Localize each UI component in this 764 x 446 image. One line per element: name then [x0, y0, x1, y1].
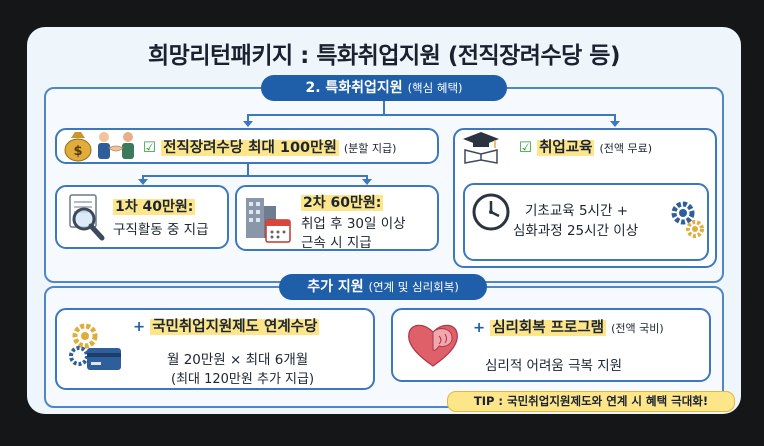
education-line2: 심화과정 25시간 이상 [513, 223, 639, 239]
plus-icon: + [473, 320, 486, 336]
second-payment-line1: 취업 후 30일 이상 [301, 216, 406, 232]
check-icon: ☑ [519, 140, 532, 156]
handshake-icon [98, 132, 134, 159]
national-employment-support-box: + 국민취업지원제도 연계수당 월 20만원 × 최대 6개월 (최대 120만… [55, 308, 375, 390]
job-education-box: ☑ 취업교육 (전액 무료) 기초교육 5시간 + 심화과정 25시간 이상 [453, 128, 717, 268]
connector-line [247, 114, 249, 122]
gears-icon [671, 201, 704, 238]
connector-line [142, 175, 144, 181]
connector-arrow [138, 179, 148, 185]
section-label: 추가 지원 [307, 279, 364, 295]
national-support-line1: 월 20만원 × 최대 6개월 [167, 352, 309, 368]
second-payment-line2: 근속 시 지급 [301, 235, 372, 251]
recovery-title: + 심리회복 프로그램 (전액 국비) [473, 320, 664, 336]
connector-line [142, 175, 368, 177]
second-payment-title: 2차 60만원: [301, 195, 384, 211]
psychological-recovery-box: + 심리회복 프로그램 (전액 국비) 심리적 어려움 극복 지원 [391, 308, 711, 382]
national-support-title: + 국민취업지원제도 연계수당 [133, 319, 320, 335]
section-sublabel: (연계 및 심리회복) [368, 280, 459, 294]
connector-line [247, 114, 615, 116]
transition-allowance-box: $ ☑ 전직장려수당 최대 100만원 (분할 지급) [55, 128, 439, 164]
graduation-book-icon [463, 132, 499, 164]
check-icon: ☑ [143, 140, 156, 156]
national-support-line2: (최대 120만원 추가 지급) [171, 372, 315, 387]
connector-arrow [610, 121, 620, 127]
allowance-title: ☑ 전직장려수당 최대 100만원 (분할 지급) [143, 140, 397, 156]
connector-line [614, 114, 616, 122]
second-payment-box: 2차 60만원: 취업 후 30일 이상 근속 시 지급 [235, 185, 439, 251]
clock-icon [472, 193, 510, 231]
recovery-desc: 심리적 어려움 극복 지원 [485, 358, 623, 374]
svg-text:$: $ [73, 144, 82, 159]
section-specialized-support-header: 2. 특화취업지원 (핵심 혜택) [261, 75, 507, 101]
connector-line [366, 175, 368, 181]
education-title: ☑ 취업교육 (전액 무료) [519, 140, 653, 156]
first-payment-box: 1차 40만원: 구직활동 중 지급 [55, 185, 229, 249]
section-sublabel: (핵심 혜택) [407, 81, 463, 95]
connector-line [247, 164, 249, 176]
connector-line [383, 101, 385, 115]
education-line1: 기초교육 5시간 + [525, 203, 629, 219]
page-title: 희망리턴패키지 : 특화취업지원 (전직장려수당 등) [148, 43, 620, 69]
connector-arrow [362, 179, 372, 185]
education-detail-box: 기초교육 5시간 + 심화과정 25시간 이상 [463, 183, 709, 261]
tip-banner: TIP : 국민취업지원제도와 연계 시 혜택 극대화! [447, 391, 735, 412]
building-calendar-icon [246, 198, 291, 243]
infographic-card: 희망리턴패키지 : 특화취업지원 (전직장려수당 등) 2. 특화취업지원 (핵… [27, 27, 741, 414]
plus-icon: + [133, 319, 146, 335]
money-bag-icon: $ [64, 132, 92, 162]
magnifier-document-icon [69, 194, 105, 241]
section-additional-support-header: 추가 지원 (연계 및 심리회복) [279, 274, 487, 300]
heart-brain-icon [408, 324, 458, 367]
card-gear-icon [69, 323, 121, 370]
first-payment-title: 1차 40만원: [113, 199, 196, 215]
connector-arrow [243, 121, 253, 127]
section-label: 2. 특화취업지원 [305, 80, 403, 96]
first-payment-desc: 구직활동 중 지급 [113, 222, 209, 238]
